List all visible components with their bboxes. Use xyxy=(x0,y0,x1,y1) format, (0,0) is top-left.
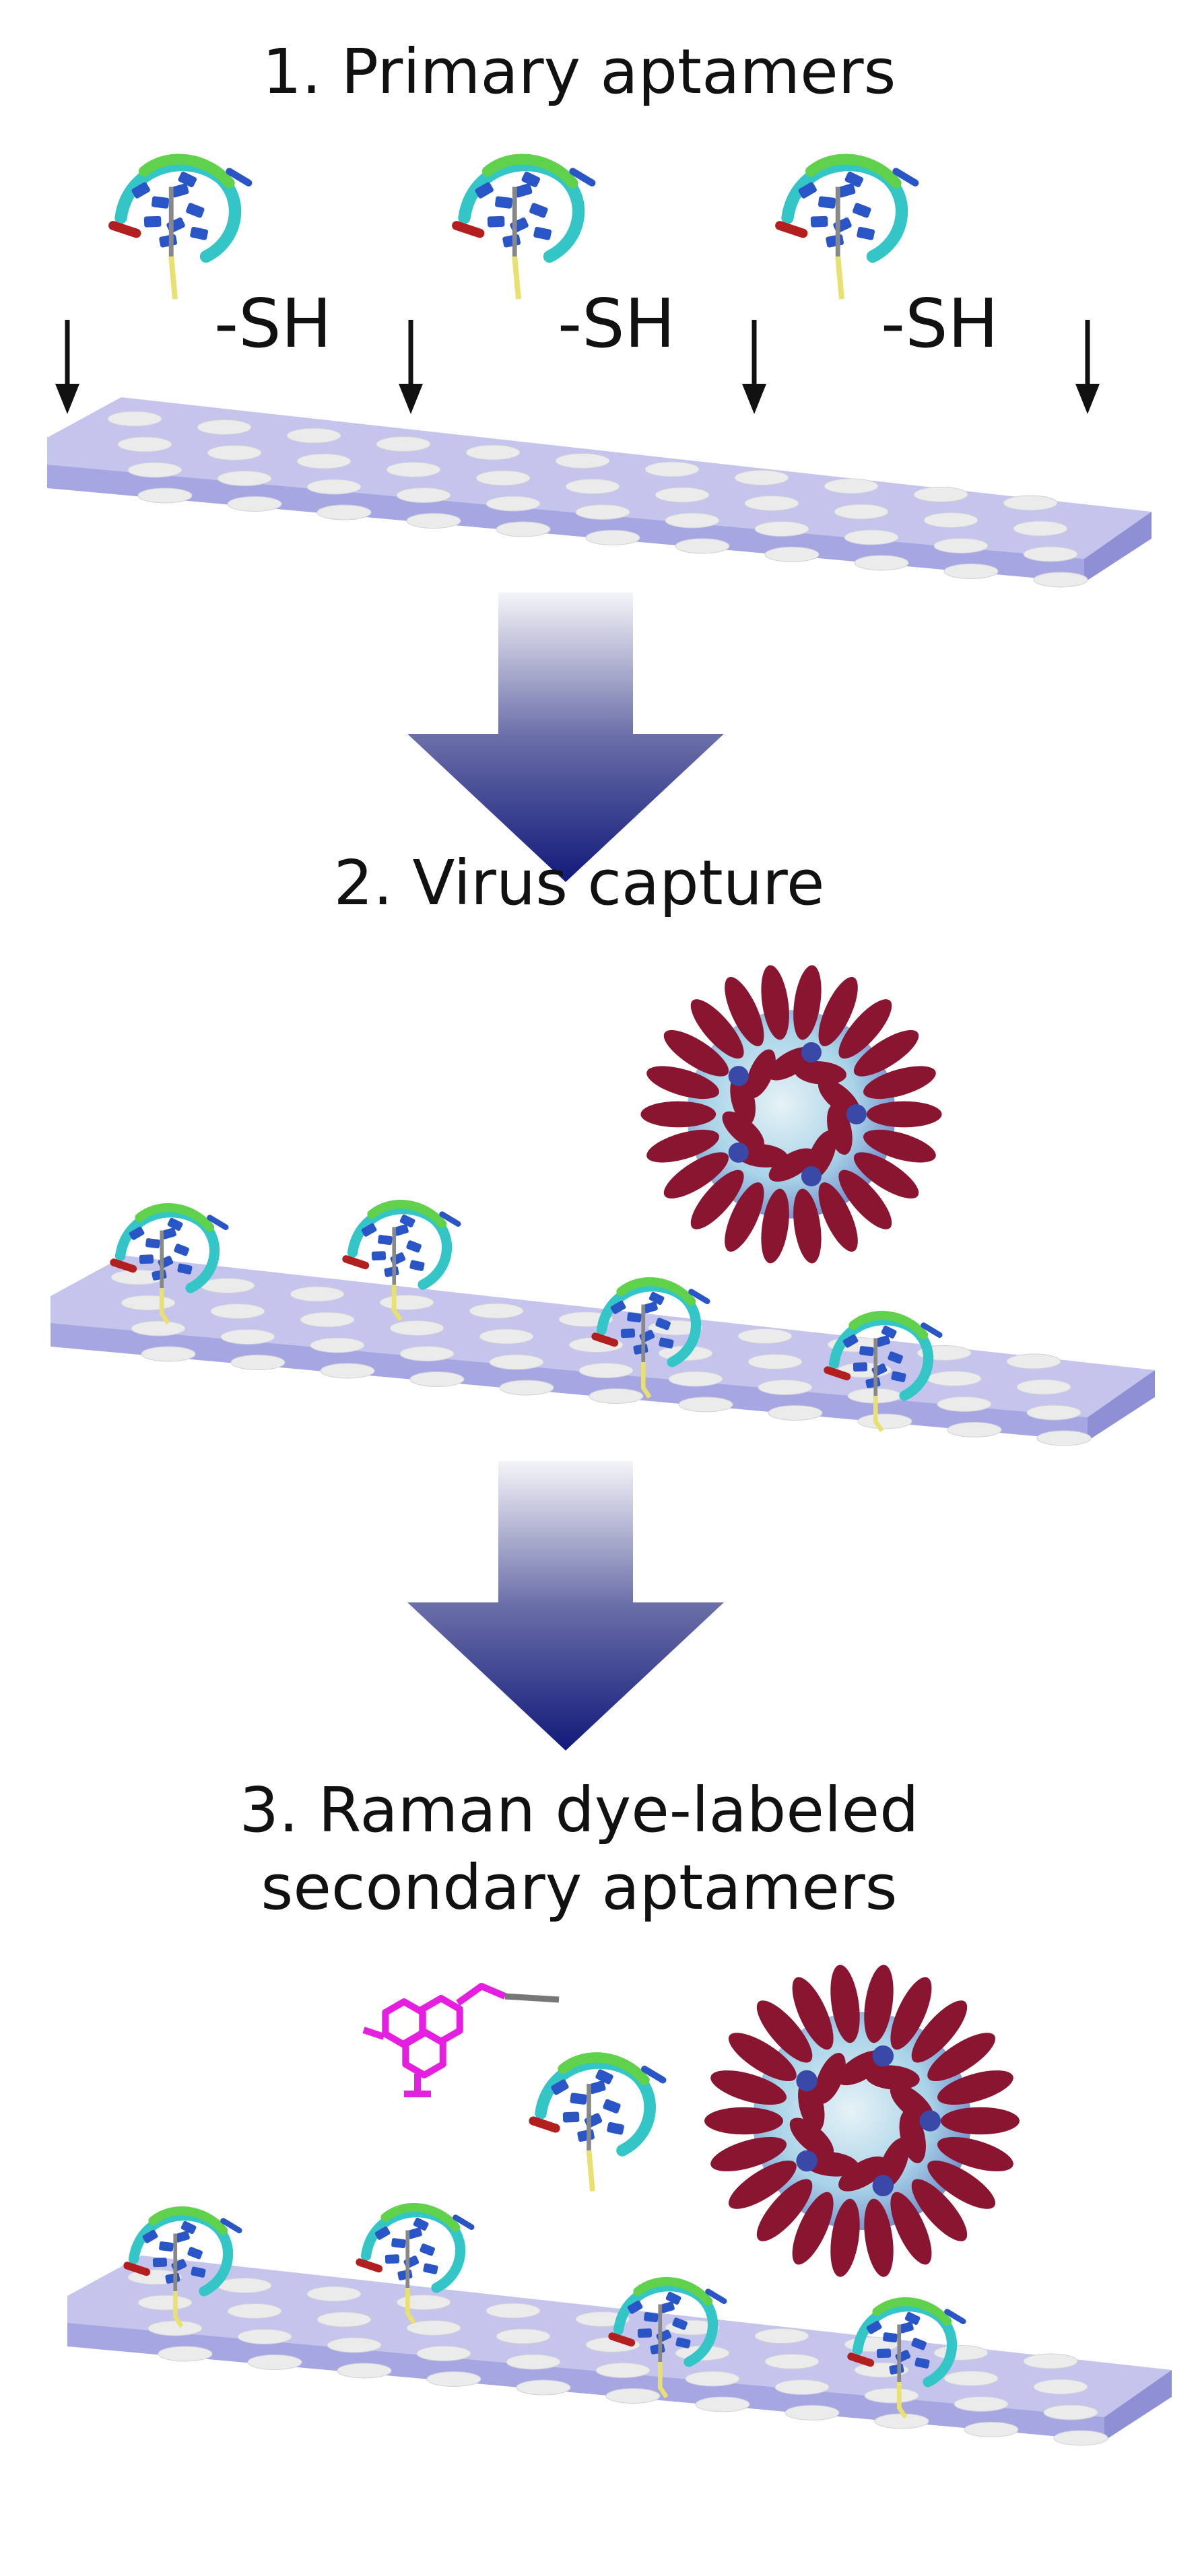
aptamer-bound-2b xyxy=(342,1200,461,1322)
virus-particle-1 xyxy=(640,965,942,1264)
step2-title: 2. Virus capture xyxy=(334,847,825,919)
down-arrow-4 xyxy=(1075,320,1100,414)
aptamer-bound-3d xyxy=(847,2297,966,2419)
aptamer-bound-2a xyxy=(110,1203,229,1325)
virus-particle-2 xyxy=(704,1965,1020,2277)
plate-step1 xyxy=(47,397,1152,588)
down-arrow-1 xyxy=(55,320,79,414)
aptamer-free-3 xyxy=(775,154,919,300)
aptamer-free-2 xyxy=(452,154,596,300)
plate-step3 xyxy=(67,2256,1172,2446)
step3-title-line2: secondary aptamers xyxy=(261,1852,897,1924)
thiol-label-3: -SH xyxy=(881,284,999,363)
aptamer-free-1 xyxy=(108,154,253,300)
step3-title-line1: 3. Raman dye-labeled xyxy=(240,1774,919,1846)
flow-arrow-1 xyxy=(407,592,724,882)
aptamer-bound-3b xyxy=(356,2203,475,2325)
step1-title: 1. Primary aptamers xyxy=(263,36,896,108)
thiol-label-2: -SH xyxy=(558,284,675,363)
raman-dye-icon xyxy=(362,1983,560,2097)
aptamer-bound-2c xyxy=(591,1277,710,1399)
down-arrow-2 xyxy=(399,320,423,414)
down-arrow-3 xyxy=(742,320,766,414)
aptamer-secondary xyxy=(529,2052,667,2192)
flow-arrow-2 xyxy=(407,1461,724,1751)
thiol-label-1: -SH xyxy=(214,284,332,363)
aptamer-bound-3c xyxy=(608,2277,727,2399)
aptamer-bound-2d xyxy=(824,1311,943,1433)
aptamer-bound-3a xyxy=(123,2206,242,2328)
